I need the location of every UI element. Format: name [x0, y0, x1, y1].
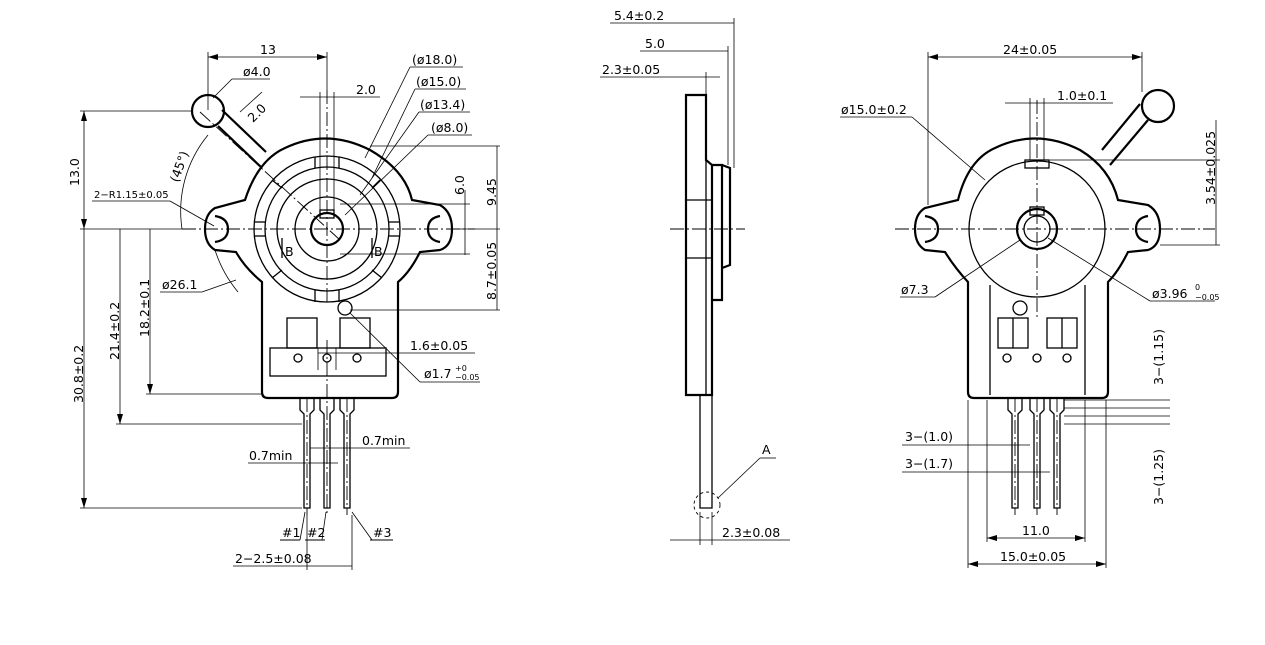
- dim-back-p115: 3−(1.15): [1151, 329, 1166, 385]
- dim-arc-dia: ø26.1: [162, 277, 197, 292]
- dim-min-right: 0.7min: [362, 433, 405, 448]
- dim-arm-height: 13.0: [67, 158, 82, 186]
- dim-back-width: 24±0.05: [1003, 42, 1057, 57]
- detail-label: A: [762, 442, 771, 457]
- dim-small-hole-tol-bot: −0.05: [455, 373, 480, 382]
- dim-d18: (ø18.0): [412, 52, 457, 67]
- front-view: B B 13 ø4.0 2.0 (45: [67, 42, 500, 570]
- dim-flat: 6.0: [452, 175, 467, 195]
- pins: [299, 340, 355, 515]
- dim-h182: 18.2±0.1: [137, 279, 152, 337]
- dim-back-p125: 3−(1.25): [1151, 449, 1166, 505]
- dim-side-50: 5.0: [645, 36, 665, 51]
- dim-d15: (ø15.0): [416, 74, 461, 89]
- dim-d134: (ø13.4): [420, 97, 465, 112]
- dim-side-23: 2.3±0.05: [602, 62, 660, 77]
- dim-radius: 2−R1.15±0.05: [94, 190, 169, 201]
- dim-back-key: 1.0±0.1: [1057, 88, 1107, 103]
- dim-slot: 2.0: [356, 82, 376, 97]
- dim-back-w15: 15.0±0.05: [1000, 549, 1066, 564]
- dim-back-dia396-tol-top: 0: [1195, 283, 1200, 292]
- dim-d8: (ø8.0): [431, 120, 468, 135]
- dim-top-h: 9.45: [484, 178, 499, 206]
- back-view: 24±0.05 ø15.0±0.2 1.0±0.1 3.54±0.025 ø7.…: [840, 42, 1220, 568]
- dim-side-23b: 2.3±0.08: [722, 525, 780, 540]
- dim-top-width: 13: [260, 42, 276, 57]
- dim-small-hole-tol-top: +0: [455, 364, 467, 373]
- dim-pin-pitch: 1.6±0.05: [410, 338, 468, 353]
- pin-label-3: #3: [373, 525, 391, 540]
- dim-pin-spacing: 2−2.5±0.08: [235, 551, 312, 566]
- pin-label-2: #2: [307, 525, 325, 540]
- dim-back-w11: 11.0: [1022, 523, 1050, 538]
- section-label-right: B: [374, 244, 383, 259]
- dim-back-dia396-tol-bot: −0.05: [1195, 293, 1220, 302]
- dim-center-h: 8.7±0.05: [484, 242, 499, 300]
- body-outline: [203, 137, 454, 400]
- dim-back-h354: 3.54±0.025: [1203, 131, 1218, 205]
- section-label-left: B: [285, 244, 294, 259]
- dim-side-54: 5.4±0.2: [614, 8, 664, 23]
- side-view: 5.4±0.2 5.0 2.3±0.05 2.3±0.08 A: [600, 8, 790, 545]
- dim-back-dia396: ø3.96: [1152, 286, 1188, 301]
- dim-min-left: 0.7min: [249, 448, 292, 463]
- arrowheads: [81, 54, 1142, 567]
- dim-back-p17: 3−(1.7): [905, 456, 953, 471]
- dim-back-p10: 3−(1.0): [905, 429, 953, 444]
- dim-angle: (45°): [167, 149, 192, 184]
- dim-hole: ø4.0: [243, 64, 271, 79]
- dim-h214: 21.4±0.2: [107, 302, 122, 360]
- dim-small-hole: ø1.7: [424, 366, 452, 381]
- pin-label-1: #1: [282, 525, 300, 540]
- dim-back-dia73: ø7.3: [901, 282, 929, 297]
- dim-back-dia15: ø15.0±0.2: [841, 102, 907, 117]
- back-body-outline: [913, 137, 1162, 400]
- dim-h308: 30.8±0.2: [71, 345, 86, 403]
